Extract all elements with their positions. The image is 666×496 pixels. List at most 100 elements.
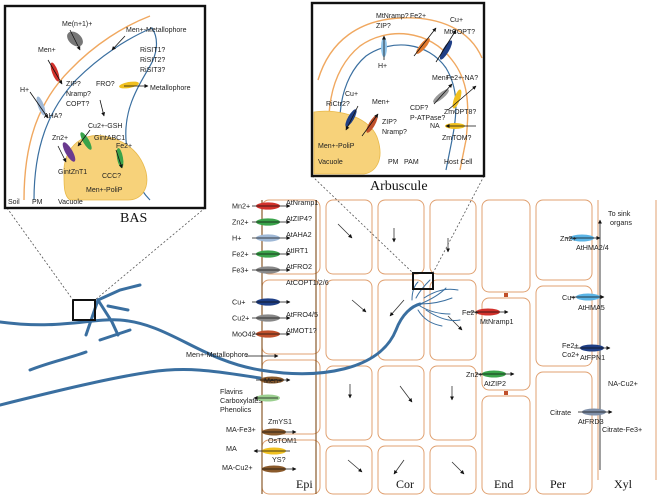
arb-me1: Men+: [432, 75, 450, 82]
per-atfpn1: AtFPN1: [580, 353, 605, 362]
epi-ostom1: OsTOM1: [268, 436, 297, 445]
epi-transporter-label-1: AtZIP4?: [286, 214, 312, 223]
bas-zoom-marker: [72, 299, 96, 321]
per-co: Co2+: [562, 350, 579, 359]
cortex-fe: Fe2+: [462, 308, 479, 317]
per-atfrd3: AtFRD3: [578, 417, 604, 426]
epi-flavins: Flavins: [220, 387, 243, 396]
bas-label-pm: PM: [32, 199, 43, 206]
arbuscule-branches: [411, 279, 461, 327]
xyl-na-cu: NA-Cu2+: [608, 379, 638, 388]
epi-ys: YS?: [272, 455, 286, 464]
epi-ion-4: Fe3+: [232, 266, 249, 275]
epi-ion-7: Cu2+: [232, 314, 249, 323]
arb-h: H+: [378, 63, 387, 70]
arb-label-host-cell: Host Cell: [444, 159, 473, 166]
epi-transporter-label-5: AtCOPT1/2/6: [286, 278, 329, 287]
zone-per: Per: [550, 477, 566, 491]
bas-h: H+: [20, 87, 29, 94]
arbuscule-arrows: [345, 27, 477, 137]
epi-transporter-label-2: AtAHA2: [286, 230, 312, 239]
epi-phenolics: Phenolics: [220, 405, 252, 414]
arb-polip: Men+-PoliP: [318, 143, 355, 150]
bas-text: Me(n+1)+ Men+ ZIP? Nramp? COPT? FRO? Men…: [8, 21, 191, 206]
bas-risit3: RiSIT3?: [140, 67, 165, 74]
arb-na: NA: [430, 123, 440, 130]
arb-me2: Men+: [372, 99, 390, 106]
root-cell-grid: [261, 199, 657, 495]
bas-fro: FRO?: [96, 81, 115, 88]
arb-label-vacuole: Vacuole: [318, 159, 343, 166]
arb-label-pm: PM: [388, 159, 399, 166]
arb-zmtom: ZmTOM?: [442, 135, 472, 142]
epi-ion-2: H+: [232, 234, 241, 243]
cortex-atzip2: AtZIP2: [484, 379, 506, 388]
epi-ion-0: Mn2+: [232, 202, 250, 211]
bas-arrows: [29, 29, 149, 169]
epi-ma-cu: MA-Cu2+: [222, 463, 253, 472]
fungal-hyphae: [0, 283, 422, 407]
arbuscule-title: Arbuscule: [370, 179, 428, 194]
per-zn: Zn2+: [560, 234, 577, 243]
bas-zip: ZIP?: [66, 81, 81, 88]
epi-ion-8: MoO42-: [232, 330, 259, 339]
per-fe: Fe2+: [562, 341, 579, 350]
bas-polip: Men+-PoliP: [86, 187, 123, 194]
epi-transporter-label-4: AtFRO2: [286, 262, 312, 271]
casparian-strips: [504, 293, 508, 395]
bas-metallophore: Metallophore: [150, 85, 191, 92]
pericycle-transporters: Zn2+ AtHMA2/4 Cu+ AtHMA5 Fe2+ Co2+ AtFPN…: [550, 234, 613, 426]
xyl-citrate-fe: Citrate-Fe3+: [602, 425, 642, 434]
arb-zmopt8: ZmOPT8?: [444, 109, 476, 116]
epi-metallophore: Men+-Metallophore: [186, 350, 248, 359]
bas-cu-gsh: Cu2+-GSH: [88, 123, 122, 130]
arb-zip: ZIP?: [376, 23, 391, 30]
arb-rictr2: RiCtr2?: [326, 101, 350, 108]
arb-cdf: CDF?: [410, 105, 428, 112]
bas-me-n: Men+: [38, 47, 56, 54]
bas-fe: Fe2+: [116, 143, 132, 150]
epi-transporter-label-0: AtNramp1: [286, 198, 318, 207]
zone-cor: Cor: [396, 477, 414, 491]
epi-men: Men+: [264, 376, 282, 385]
epi-ion-3: Fe2+: [232, 250, 249, 259]
per-citrate: Citrate: [550, 408, 571, 417]
cell-flow-arrows: [337, 219, 602, 475]
per-athma24: AtHMA2/4: [576, 243, 609, 252]
bas-me-n1: Me(n+1)+: [62, 21, 92, 28]
per-cu: Cu+: [562, 293, 575, 302]
bas-copt: COPT?: [66, 101, 89, 108]
arbuscule-text: MtNramp? ZIP? Fe2+ Cu+ MtCOPT? H+ Men+ F…: [318, 13, 478, 166]
bas-nramp: Nramp?: [66, 91, 91, 98]
zoom-guides: [6, 175, 485, 301]
epidermis-lower: Men+-Metallophore Men+ Flavins Carboxyla…: [186, 350, 297, 473]
bas-risit1: RiSIT1?: [140, 47, 165, 54]
xyl-sink1: To sink: [608, 209, 631, 218]
zone-labels: Epi Cor End Per Xyl: [296, 477, 633, 491]
zone-epi: Epi: [296, 477, 313, 491]
bas-gintznt1: GintZnT1: [58, 169, 87, 176]
bas-zn: Zn2+: [52, 135, 68, 142]
arb-zip2: ZIP?: [382, 119, 397, 126]
epi-zmys1: ZmYS1: [268, 417, 292, 426]
bas-risit2: RiSIT2?: [140, 57, 165, 64]
bas-panel-membranes: [23, 15, 158, 201]
cortex-mtnramp1: MtNramp1: [480, 317, 514, 326]
arb-fe-na: Fe2+-NA?: [446, 75, 478, 82]
arb-patpase: P-ATPase?: [410, 115, 445, 122]
arb-fe: Fe2+: [410, 13, 426, 20]
zone-xyl: Xyl: [614, 477, 633, 491]
bas-ccc: CCC?: [102, 173, 121, 180]
epi-transporter-label-7: AtFRO4/5: [286, 310, 318, 319]
arbuscule-zoom-marker: [412, 272, 434, 290]
epi-ion-6: Cu+: [232, 298, 245, 307]
epi-ma: MA: [226, 444, 237, 453]
epi-transporter-label-3: AtIRT1: [286, 246, 308, 255]
bas-title: BAS: [120, 211, 147, 226]
arb-label-pam: PAM: [404, 159, 419, 166]
cortex-transporters: Fe2+ MtNramp1 Zn2+ AtZIP2: [462, 308, 515, 388]
epi-carboxylates: Carboxylates: [220, 396, 262, 405]
epi-ion-1: Zn2+: [232, 218, 249, 227]
bas-label-soil: Soil: [8, 199, 20, 206]
xyl-sink2: organs: [610, 218, 632, 227]
